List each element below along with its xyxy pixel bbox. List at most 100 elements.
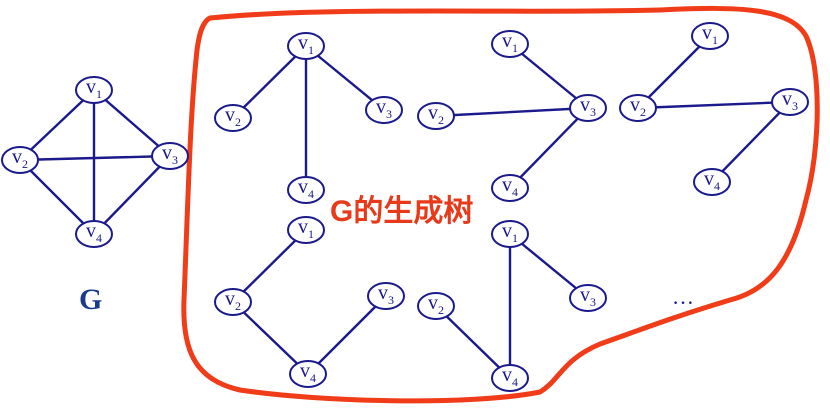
node-v3: v3: [151, 142, 189, 170]
node-ellipse: [693, 168, 731, 196]
node-ellipse: [491, 220, 529, 248]
node-ellipse: [417, 102, 455, 130]
node-v2: v2: [417, 292, 455, 320]
node-ellipse: [287, 216, 325, 244]
edge-v2-v3: [636, 100, 792, 110]
node-ellipse: [365, 96, 403, 124]
node-label: v2: [630, 94, 646, 119]
node-v1: v1: [287, 32, 325, 60]
node-v3: v3: [569, 284, 607, 312]
edge-v1-v2: [18, 88, 96, 162]
node-label: v1: [702, 22, 718, 47]
node-ellipse: [287, 176, 325, 204]
node-label: v3: [782, 88, 798, 113]
edge-v3-v4: [92, 154, 172, 236]
edge-v3-v4: [710, 100, 792, 184]
graph-g-title: G: [79, 283, 103, 316]
graph-t1: v1 v2 v3 v4: [214, 32, 403, 204]
node-v3: v3: [569, 94, 607, 122]
node-label: v3: [580, 94, 596, 119]
edge-v3-v4: [508, 106, 590, 190]
graph-t5: v1 v2 v3 v4: [417, 220, 607, 392]
node-label: v4: [300, 360, 316, 385]
node-v4: v4: [75, 220, 113, 248]
node-v3: v3: [365, 96, 403, 124]
node-v4: v4: [693, 168, 731, 196]
node-ellipse: [569, 284, 607, 312]
edge-v1-v3: [508, 232, 590, 300]
node-label: v1: [298, 216, 314, 241]
spanning-trees-boundary: [181, 5, 820, 404]
node-label: v3: [378, 282, 394, 307]
graph-t2: v1 v2 v3 v4: [417, 30, 607, 202]
node-ellipse: [75, 76, 113, 104]
node-v2: v2: [619, 94, 657, 122]
node-label: v3: [162, 142, 178, 167]
graph-t3: v1 v2 v3 v4: [619, 22, 809, 196]
node-label: v2: [428, 102, 444, 127]
edge-v1-v3: [304, 44, 386, 112]
spanning-trees-caption: G的生成树: [330, 195, 474, 228]
node-ellipse: [1, 146, 39, 174]
edge-v2-v3: [18, 154, 172, 162]
node-ellipse: [214, 104, 252, 132]
edge-v2-v4: [18, 158, 96, 236]
node-v2: v2: [417, 102, 455, 130]
node-label: v4: [502, 174, 518, 199]
node-v4: v4: [287, 176, 325, 204]
node-ellipse: [287, 32, 325, 60]
edge-v2-v4: [434, 304, 512, 380]
edge-v1-v2: [231, 228, 308, 304]
node-v3: v3: [771, 88, 809, 116]
node-ellipse: [289, 360, 327, 388]
graph-g: v1 v2 v3 v4: [1, 76, 189, 248]
node-v4: v4: [491, 174, 529, 202]
node-ellipse: [491, 174, 529, 202]
node-ellipse: [214, 288, 252, 316]
node-label: v1: [502, 220, 518, 245]
node-ellipse: [619, 94, 657, 122]
node-label: v2: [12, 146, 28, 171]
node-v1: v1: [491, 30, 529, 58]
node-label: v4: [704, 168, 720, 193]
node-ellipse: [151, 142, 189, 170]
node-ellipse: [75, 220, 113, 248]
node-label: v2: [428, 292, 444, 317]
node-ellipse: [367, 282, 405, 310]
node-v2: v2: [1, 146, 39, 174]
edge-v3-v4: [306, 294, 388, 376]
node-v1: v1: [491, 220, 529, 248]
node-label: v1: [502, 30, 518, 55]
node-v1: v1: [287, 216, 325, 244]
node-ellipse: [771, 88, 809, 116]
edge-v1-v3: [508, 42, 590, 110]
edge-v2-v3: [434, 106, 590, 118]
node-v1: v1: [75, 76, 113, 104]
node-label: v4: [298, 176, 314, 201]
node-ellipse: [691, 22, 729, 50]
node-v4: v4: [491, 364, 529, 392]
edge-v1-v2: [231, 44, 308, 120]
node-label: v2: [225, 288, 241, 313]
node-label: v3: [376, 96, 392, 121]
node-label: v4: [86, 220, 102, 245]
graph-t4: v1 v2 v3 v4: [214, 216, 405, 388]
node-label: v1: [298, 32, 314, 57]
node-v2: v2: [214, 104, 252, 132]
node-ellipse: [569, 94, 607, 122]
node-ellipse: [491, 364, 529, 392]
edge-v1-v2: [636, 34, 712, 110]
node-v2: v2: [214, 288, 252, 316]
node-v4: v4: [289, 360, 327, 388]
node-label: v4: [502, 364, 518, 389]
node-label: v3: [580, 284, 596, 309]
node-ellipse: [417, 292, 455, 320]
edge-v1-v3: [92, 88, 172, 158]
node-v1: v1: [691, 22, 729, 50]
more-trees-ellipsis: …: [672, 284, 696, 309]
node-label: v2: [225, 104, 241, 129]
node-v3: v3: [367, 282, 405, 310]
node-ellipse: [491, 30, 529, 58]
edge-v2-v4: [231, 300, 310, 376]
